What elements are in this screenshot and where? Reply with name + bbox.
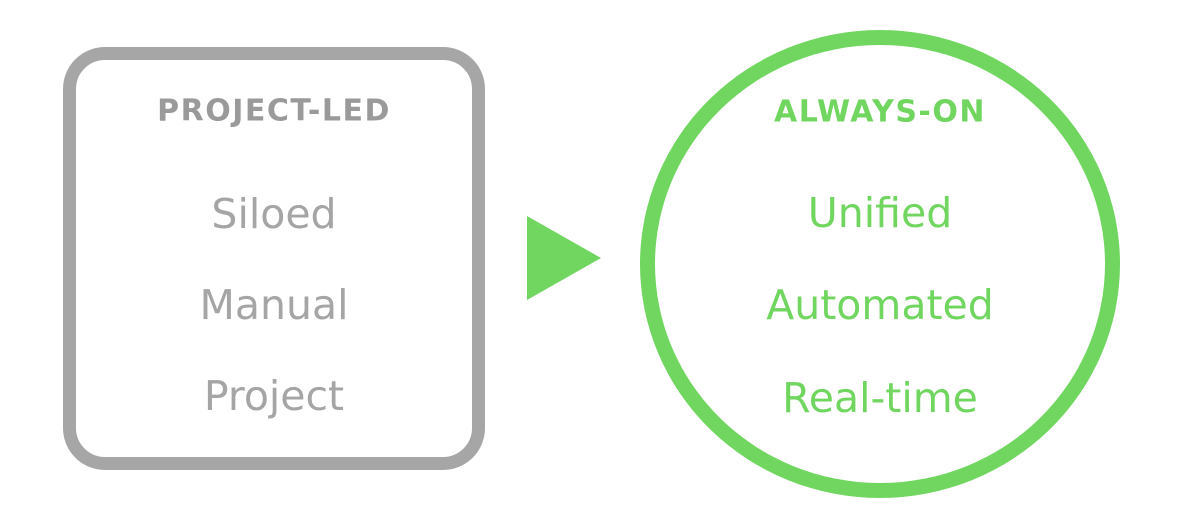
always-on-heading: ALWAYS-ON <box>774 94 986 130</box>
left-box-item-manual: Manual <box>199 281 349 329</box>
always-on-circle: ALWAYS-ON Unified Automated Real-time <box>640 30 1120 498</box>
circle-item-unified: Unified <box>807 189 953 237</box>
project-led-heading: PROJECT-LED <box>157 93 391 129</box>
project-led-box: PROJECT-LED Siloed Manual Project <box>63 47 485 470</box>
circle-item-automated: Automated <box>766 281 994 329</box>
left-box-item-project: Project <box>203 372 345 420</box>
left-box-item-siloed: Siloed <box>211 190 337 238</box>
circle-item-realtime: Real-time <box>782 374 978 422</box>
right-arrow-icon <box>527 216 601 300</box>
